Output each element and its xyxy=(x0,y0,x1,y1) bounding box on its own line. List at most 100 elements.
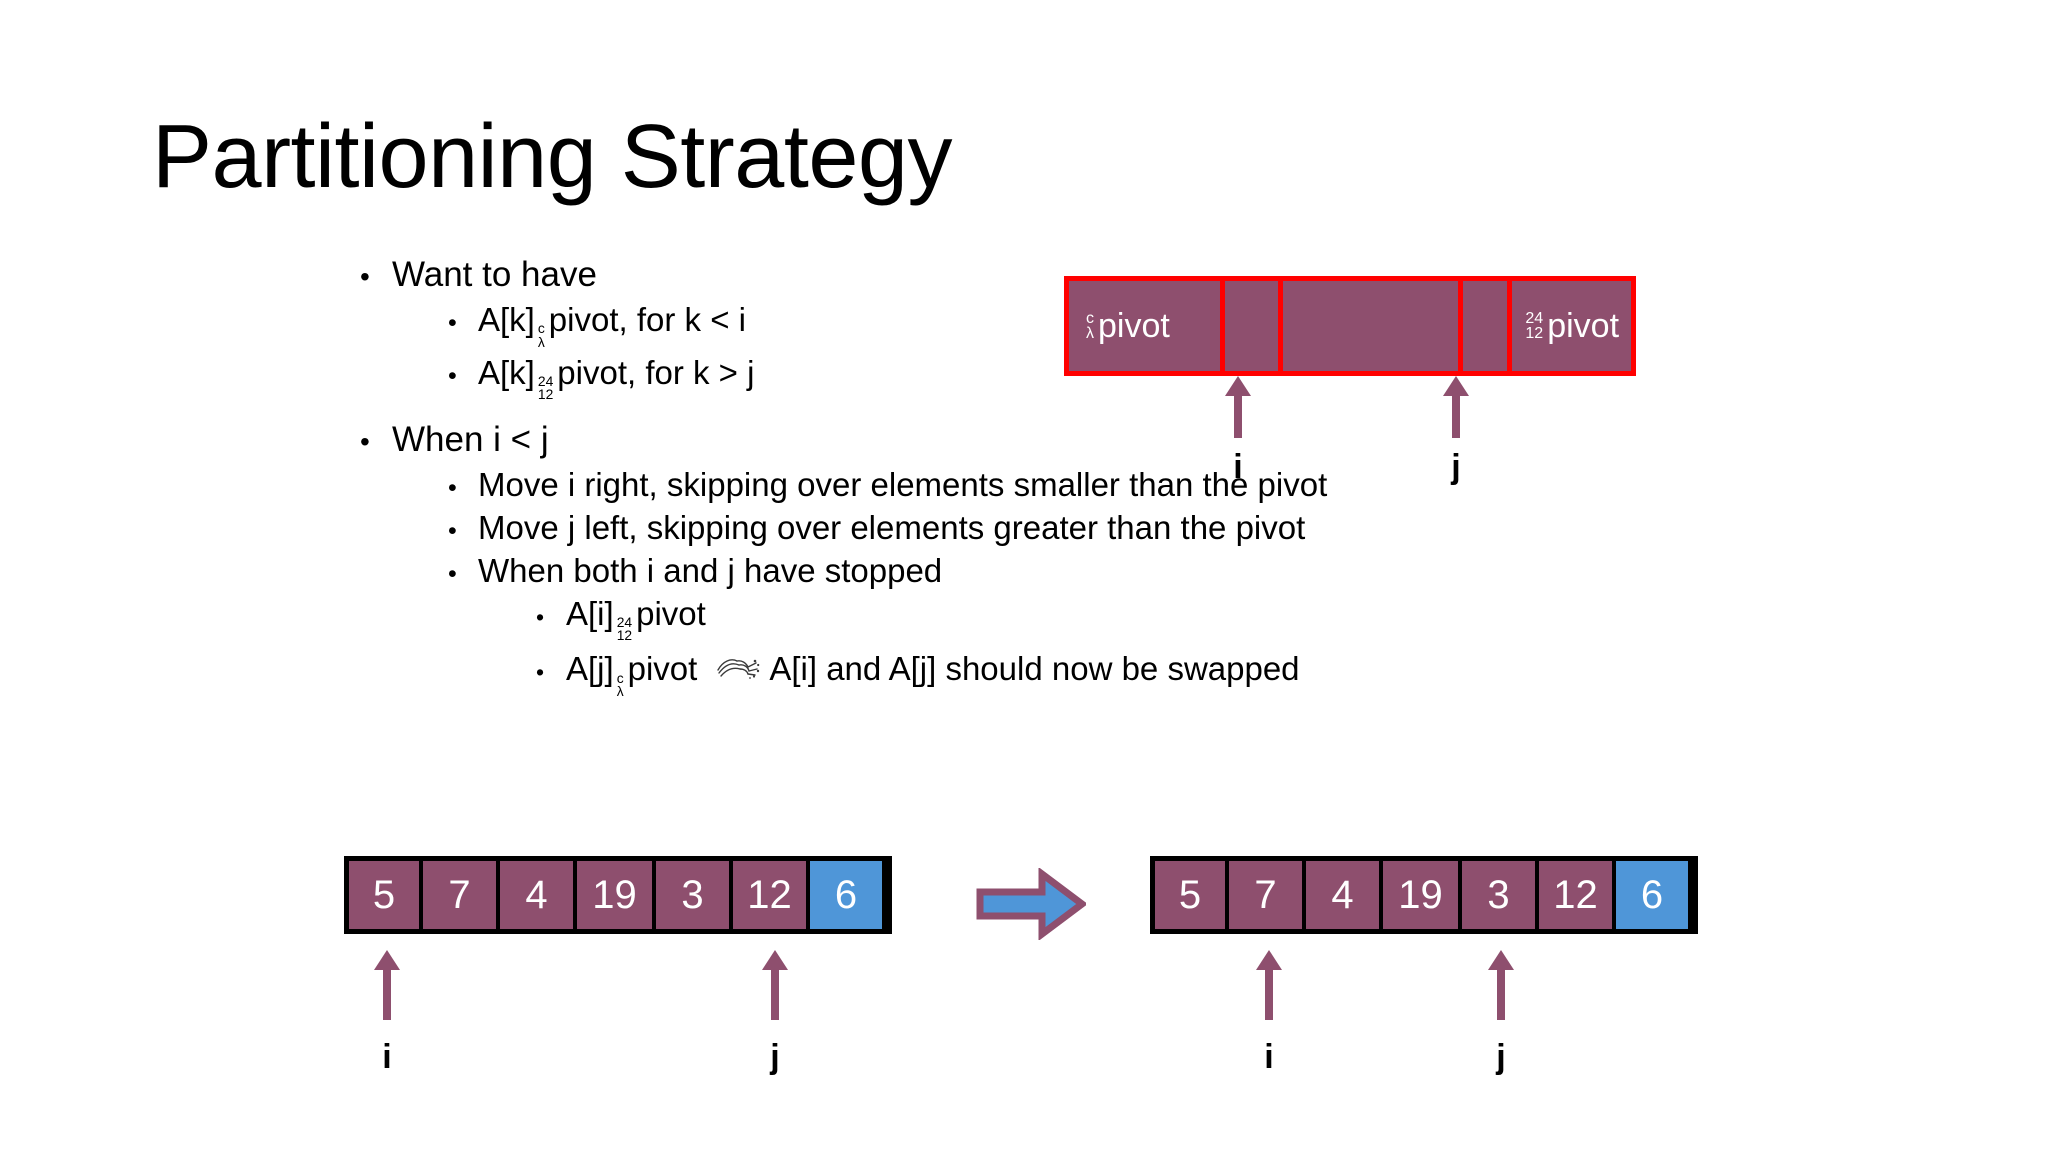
array-cell-pivot: 6 xyxy=(810,861,882,929)
pointer-arrow-i xyxy=(1225,376,1251,438)
tofu-top: c xyxy=(1086,309,1094,327)
array-after-swap: 5 7 4 19 3 12 6 xyxy=(1150,856,1698,934)
tofu-top: 24 xyxy=(616,614,633,631)
pointer-label-i: i xyxy=(1233,448,1243,486)
array-cell: 5 xyxy=(1155,861,1225,929)
arrow-shaft xyxy=(383,968,391,1020)
array-cell: 19 xyxy=(1383,861,1458,929)
array-cell: 19 xyxy=(577,861,652,929)
array-cell: 7 xyxy=(423,861,496,929)
tofu-bottom: λ xyxy=(1086,325,1094,342)
tofu-bottom: 12 xyxy=(616,627,633,644)
bullet-text-post: pivot, for k < i xyxy=(548,301,746,338)
arrow-shaft xyxy=(1234,394,1242,438)
array-cell: 3 xyxy=(1462,861,1535,929)
bullet-item-want-to-have: • Want to have xyxy=(360,255,1660,295)
bullet-text: Move i right, skipping over elements sma… xyxy=(478,465,1328,503)
pointer-label-j: j xyxy=(1451,448,1461,486)
partition-cell-middle xyxy=(1283,281,1459,371)
bullet-item-when-i-lt-j: • When i < j xyxy=(360,420,1660,460)
pointer-arrow-i-left-array xyxy=(374,950,400,1020)
bullet-text: When i < j xyxy=(392,419,549,459)
bullet-marker-icon: • xyxy=(448,473,457,502)
partition-array: c λ pivot 24 12 pivot xyxy=(1064,276,1636,376)
tofu-top: c xyxy=(616,669,624,686)
array-before-swap: 5 7 4 19 3 12 6 xyxy=(344,856,892,934)
bullet-marker-icon: • xyxy=(448,309,457,337)
tofu-bottom: λ xyxy=(616,683,624,700)
bullet-text: When both i and j have stopped xyxy=(478,551,943,589)
swap-transition-arrow-icon xyxy=(976,867,1088,941)
array-cell: 4 xyxy=(1306,861,1379,929)
partition-cell-i-slot xyxy=(1224,281,1279,371)
tofu-bottom: 12 xyxy=(537,386,554,403)
pivot-partition-diagram: c λ pivot 24 12 pivot i j xyxy=(1064,276,1636,486)
array-cell: 12 xyxy=(1539,861,1612,929)
arrow-head-icon xyxy=(1488,950,1514,970)
arrow-head-icon xyxy=(374,950,400,970)
bullet-text-post: pivot xyxy=(636,594,706,632)
bullet-text-pre: A[i] xyxy=(566,594,614,632)
bullet-marker-icon: • xyxy=(360,261,370,292)
bullet-marker-icon: • xyxy=(448,361,457,390)
pointer-arrow-i-right-array xyxy=(1256,950,1282,1020)
arrow-shaft xyxy=(1265,968,1273,1020)
partition-cell-j-slot xyxy=(1463,281,1508,371)
bullet-marker-icon: • xyxy=(448,516,457,545)
missing-glyph-greater-equal-icon: 24 12 xyxy=(1525,309,1544,342)
array-cell-pivot: 6 xyxy=(1616,861,1688,929)
array-cell: 3 xyxy=(656,861,729,929)
bullet-item-when-both-stopped: • When both i and j have stopped xyxy=(448,552,1660,590)
tofu-bottom: λ xyxy=(537,333,545,350)
pointer-label-j-right-array: j xyxy=(1496,1038,1506,1076)
partition-cell-left-pivot: c λ pivot xyxy=(1069,281,1220,371)
array-cell: 4 xyxy=(500,861,573,929)
arrow-head-icon xyxy=(1225,376,1251,396)
arrow-shaft xyxy=(771,968,779,1020)
array-cell: 7 xyxy=(1229,861,1302,929)
pointer-arrow-j-left-array xyxy=(762,950,788,1020)
tofu-bottom: 12 xyxy=(1525,325,1544,342)
arrow-head-icon xyxy=(1443,376,1469,396)
tofu-top: 24 xyxy=(537,373,554,390)
bullet-item-move-j-left: • Move j left, skipping over elements gr… xyxy=(448,509,1660,547)
partition-cell-label: pivot xyxy=(1547,306,1620,345)
arrow-shaft xyxy=(1497,968,1505,1020)
tofu-top: 24 xyxy=(1525,309,1544,327)
bullet-text: Want to have xyxy=(392,255,597,294)
arrow-shaft xyxy=(1452,394,1460,438)
arrow-head-icon xyxy=(762,950,788,970)
bullet-text-pre: A[k] xyxy=(478,353,535,391)
page-title: Partitioning Strategy xyxy=(152,107,952,207)
bullet-text-tail: A[i] and A[j] should now be swapped xyxy=(769,650,1300,688)
bullet-text-post: pivot xyxy=(627,650,698,688)
bullet-marker-icon: • xyxy=(448,559,457,588)
arrow-head-icon xyxy=(1256,950,1282,970)
array-cell: 5 xyxy=(349,861,419,929)
bullet-text-pre: A[j] xyxy=(566,650,614,688)
tofu-top: c xyxy=(537,320,545,337)
bullet-text: Move j left, skipping over elements grea… xyxy=(478,508,1306,546)
pointer-label-j-left-array: j xyxy=(770,1038,780,1076)
bullet-marker-icon: • xyxy=(536,659,545,686)
pointer-arrow-j-right-array xyxy=(1488,950,1514,1020)
missing-glyph-less-equal-icon: c λ xyxy=(1086,309,1094,342)
pointer-arrow-j xyxy=(1443,376,1469,438)
bullet-text-post: pivot, for k > j xyxy=(557,353,755,391)
bullet-marker-icon: • xyxy=(536,603,545,630)
partition-cell-right-pivot: 24 12 pivot xyxy=(1512,281,1631,371)
bullet-marker-icon: • xyxy=(360,425,370,457)
